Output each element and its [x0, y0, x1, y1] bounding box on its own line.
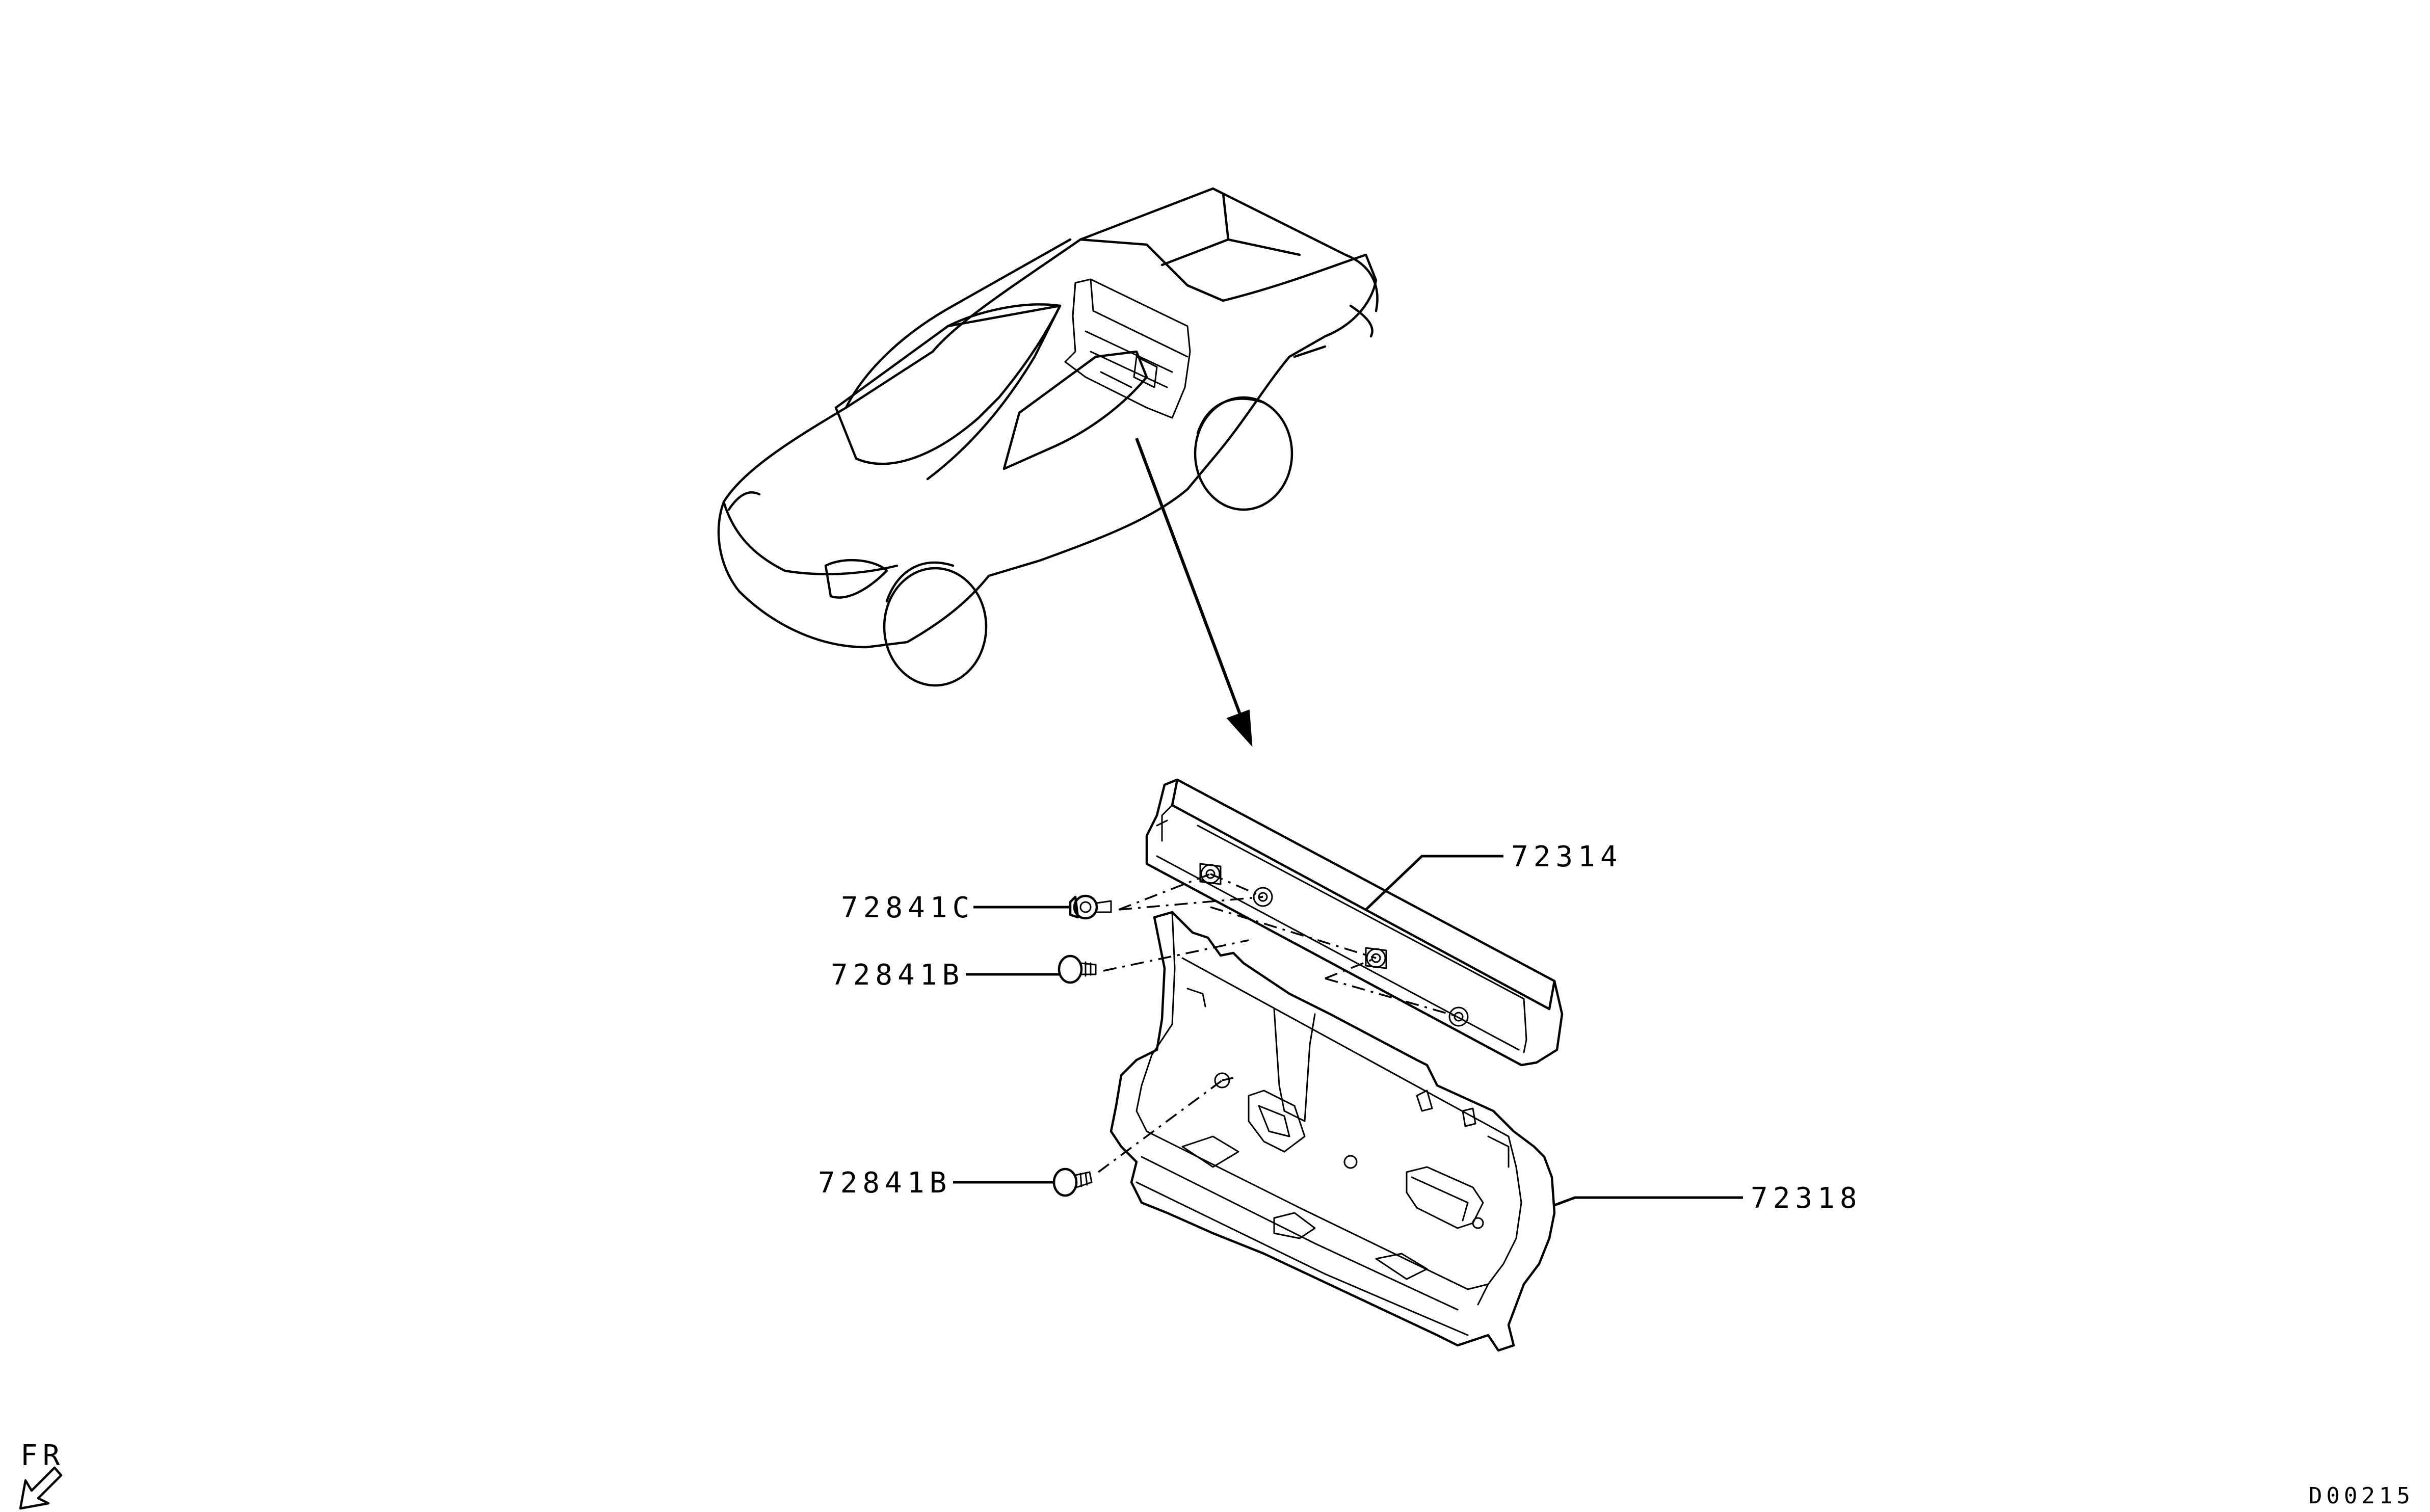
callout-72314: 72314 — [1365, 840, 1623, 911]
clip-72841c — [1069, 894, 1112, 920]
callout-72841b-lower: 72841B — [818, 1166, 1054, 1200]
drawing-code: D00215 — [2309, 1483, 2414, 1509]
front-arrow-icon — [19, 1466, 63, 1510]
installation-lines — [1097, 873, 1459, 1173]
callout-72314-label: 72314 — [1511, 840, 1623, 873]
callout-72318: 72318 — [1554, 1182, 1862, 1215]
callout-72841b-lower-label: 72841B — [818, 1166, 952, 1200]
clip-72841b-upper — [1058, 954, 1097, 984]
callout-72841c: 72841C — [841, 891, 1070, 924]
callout-72841b-upper-label: 72841B — [831, 959, 964, 992]
upper-trim-panel — [1145, 778, 1564, 1067]
callout-72318-label: 72318 — [1751, 1182, 1862, 1215]
detail-arrow — [1135, 437, 1253, 747]
lower-trim-panel — [1110, 911, 1556, 1352]
vehicle-outline — [717, 187, 1379, 687]
callout-72841c-label: 72841C — [841, 891, 974, 924]
clip-72841b-lower — [1052, 1168, 1093, 1197]
front-direction-label: FR — [20, 1439, 65, 1472]
callout-72841b-upper: 72841B — [831, 959, 1059, 992]
front-direction-indicator: FR — [19, 1439, 65, 1510]
panel-location-thumbnail — [1064, 278, 1191, 419]
